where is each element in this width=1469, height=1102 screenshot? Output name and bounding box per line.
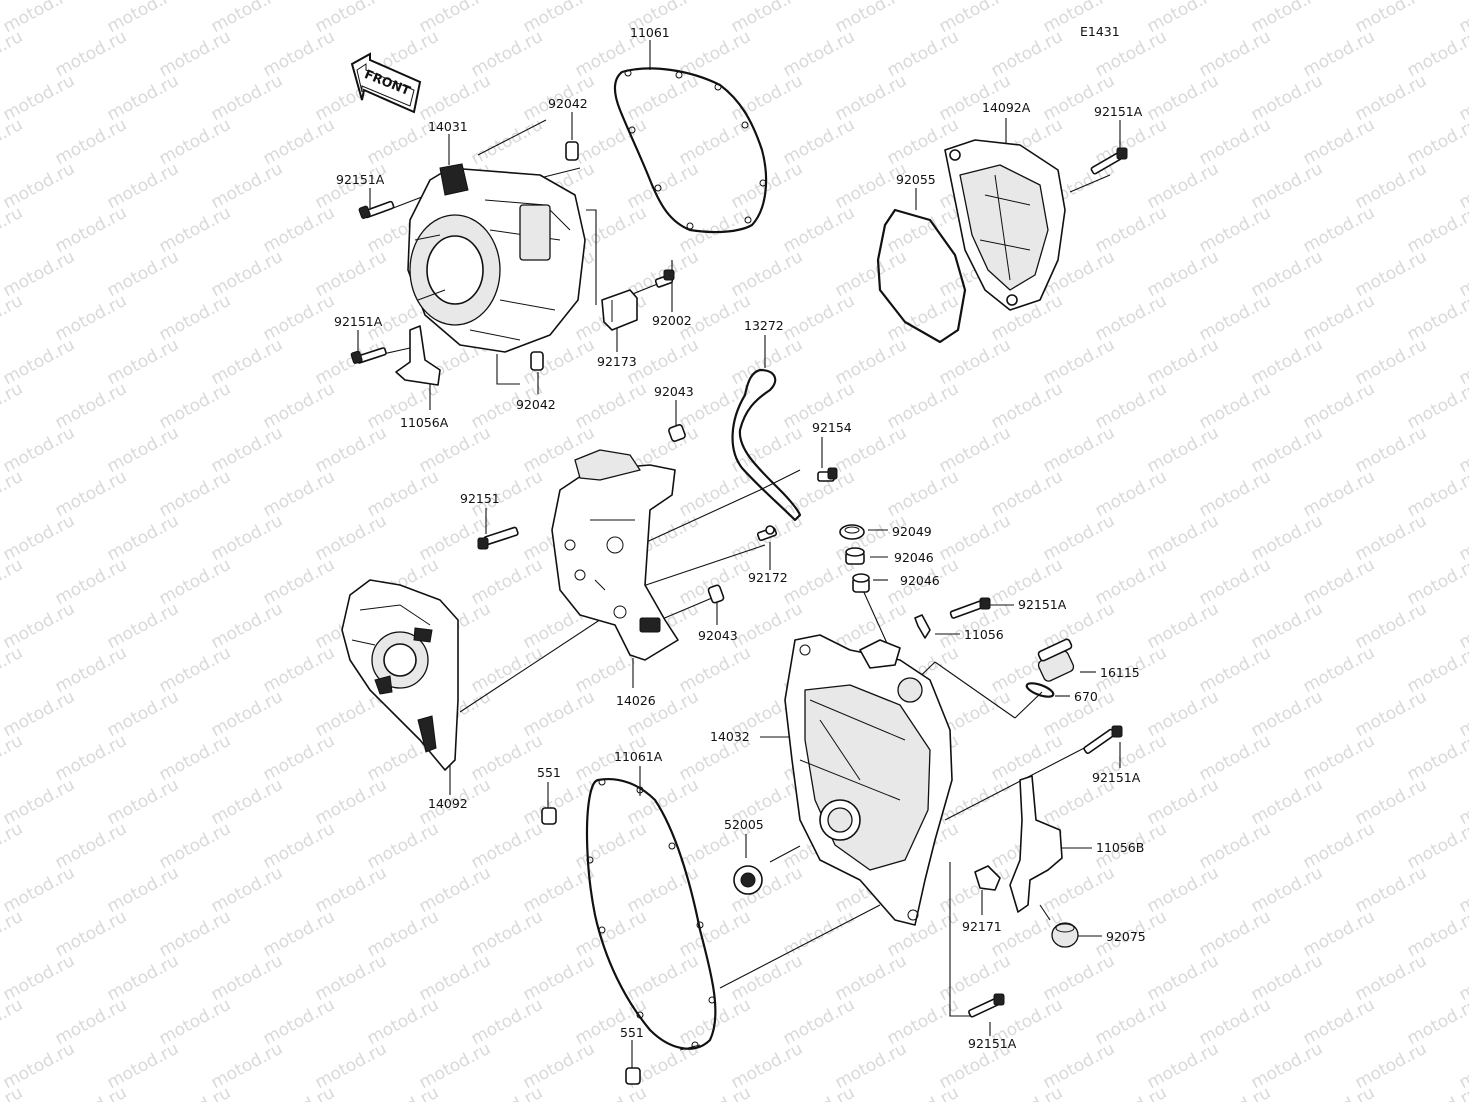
bushing-92049: [839, 524, 865, 540]
gasket-11061: [613, 67, 768, 234]
gasket-13272: [731, 368, 802, 522]
clip-92171: [974, 865, 1001, 891]
cover-14026: [551, 449, 679, 661]
callout-11056: 11056: [964, 627, 1004, 642]
bracket-11056B: [1009, 775, 1063, 913]
bolt-92151A-d: [949, 597, 991, 619]
callout-92049: 92049: [892, 524, 932, 539]
callout-16115: 16115: [1100, 665, 1140, 680]
plug-16115: [1037, 638, 1075, 682]
gasket-11061A: [585, 778, 717, 1050]
callout-14032: 14032: [710, 729, 750, 744]
callout-92042-top: 92042: [548, 96, 588, 111]
oring-670: [1025, 682, 1055, 698]
callout-92151A-a: 92151A: [336, 172, 385, 187]
bolt-92002: [654, 269, 675, 288]
bushing-92046-b: [852, 573, 870, 593]
callout-92075: 92075: [1106, 929, 1146, 944]
dowel-92043-bottom: [707, 584, 725, 604]
bolt-92151: [477, 526, 519, 550]
dowel-551-top: [541, 807, 557, 825]
callout-92172: 92172: [748, 570, 788, 585]
dowel-92042-top: [565, 141, 579, 161]
cover-14092A: [944, 139, 1066, 311]
callout-11061A: 11061A: [614, 749, 663, 764]
pin-92172: [756, 525, 778, 542]
callout-14092: 14092: [428, 796, 468, 811]
callout-14031: 14031: [428, 119, 468, 134]
gasket-11061-holes: [624, 69, 767, 230]
callout-11061: 11061: [630, 25, 670, 40]
callout-92046-b: 92046: [900, 573, 940, 588]
bolt-92151A-c: [1090, 147, 1128, 175]
callout-92151: 92151: [460, 491, 500, 506]
generator-cover-14031: [407, 163, 586, 353]
bolt-92151A-f: [968, 993, 1005, 1018]
oil-seal-52005: [733, 865, 763, 895]
callout-92171: 92171: [962, 919, 1002, 934]
callout-92151A-f: 92151A: [968, 1036, 1017, 1051]
callout-92042-bottom: 92042: [516, 397, 556, 412]
callout-551-top: 551: [537, 765, 561, 780]
diagram-code: E1431: [1080, 24, 1120, 39]
callout-92002: 92002: [652, 313, 692, 328]
callout-92151A-c: 92151A: [1094, 104, 1143, 119]
dowel-551-bottom: [625, 1067, 641, 1085]
callout-551-bottom: 551: [620, 1025, 644, 1040]
clamp-11056: [914, 614, 931, 639]
dowel-92043-top: [668, 424, 686, 442]
dowel-92042-bottom: [530, 351, 544, 371]
bracket-92173: [601, 289, 638, 331]
callout-92043-top: 92043: [654, 384, 694, 399]
callout-14026: 14026: [616, 693, 656, 708]
callout-52005: 52005: [724, 817, 764, 832]
callout-labels: E1431 11061 92042 14031 92151A 92151A 11…: [334, 24, 1146, 1051]
callout-92173: 92173: [597, 354, 637, 369]
callout-92151A-e: 92151A: [1092, 770, 1141, 785]
front-arrow-icon: FRONT: [350, 52, 422, 114]
clutch-cover-14032: [784, 634, 953, 926]
callout-11056A: 11056A: [400, 415, 449, 430]
damper-92075: [1051, 922, 1079, 948]
callout-92043-bottom: 92043: [698, 628, 738, 643]
callout-92154: 92154: [812, 420, 852, 435]
bolt-92151A-b: [350, 347, 387, 364]
bushing-92046-a: [845, 547, 865, 565]
callout-11056B: 11056B: [1096, 840, 1144, 855]
bolt-92151A-a: [358, 200, 395, 219]
callout-92046-a: 92046: [894, 550, 934, 565]
callout-92151A-d: 92151A: [1018, 597, 1067, 612]
cover-14092: [341, 579, 459, 771]
callout-14092A: 14092A: [982, 100, 1031, 115]
callout-670: 670: [1074, 689, 1098, 704]
callout-13272: 13272: [744, 318, 784, 333]
callout-92151A-b: 92151A: [334, 314, 383, 329]
gasket-11061A-holes: [586, 778, 716, 1049]
bolt-92154: [817, 467, 838, 482]
bolt-92151A-e: [1083, 725, 1123, 755]
gasket-92055: [876, 208, 967, 344]
callout-92055: 92055: [896, 172, 936, 187]
bracket-11056A: [395, 325, 441, 386]
